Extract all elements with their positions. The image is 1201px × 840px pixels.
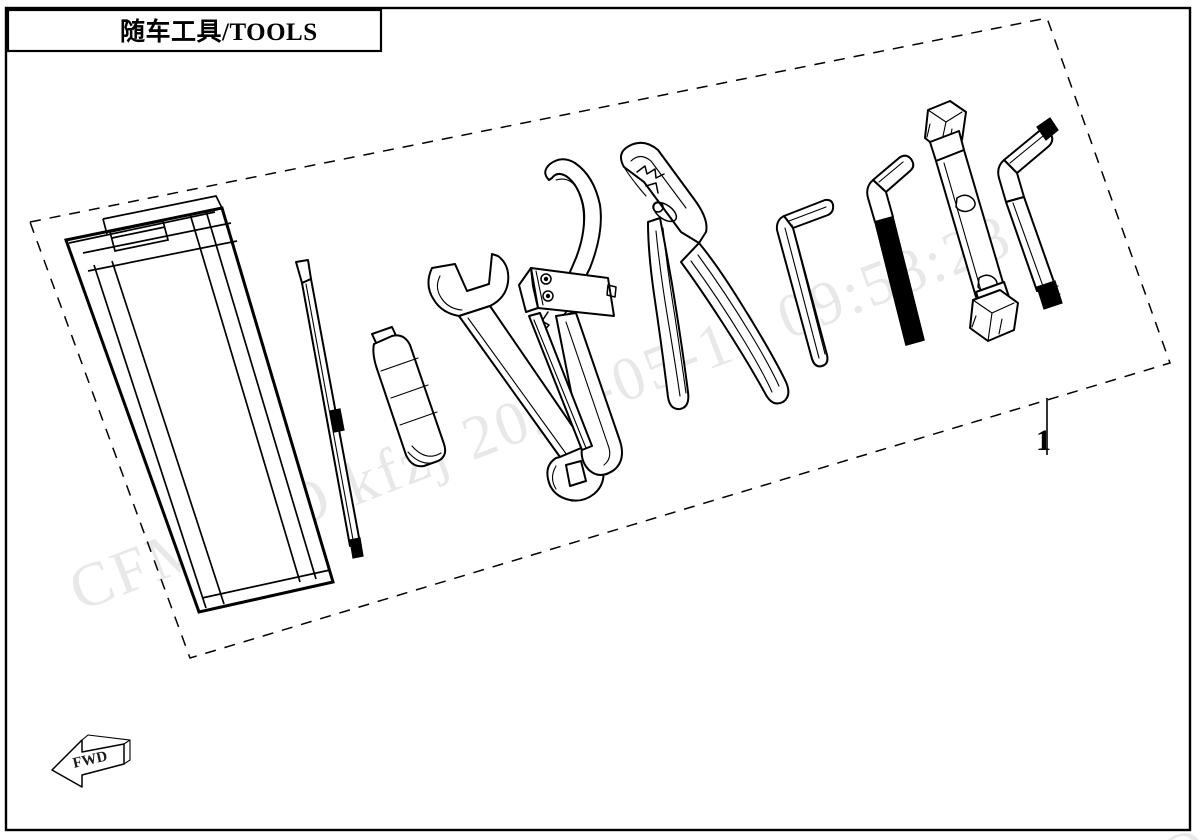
assembly-boundary [28,17,1171,659]
part-combination-pliers [619,141,790,411]
part-adjustable-pipe-wrench [518,158,623,476]
page-title: 随车工具/TOOLS [120,17,318,46]
fwd-label: FWD [71,748,109,771]
part-screwdriver-handle [371,326,447,468]
callout-number-1: 1 [1036,424,1051,457]
title-box [6,8,383,53]
part-l-handle-wrench [997,117,1063,310]
fwd-direction-marker: FWD [51,734,131,788]
part-hex-key-black [866,154,925,346]
part-hex-key-small [775,198,835,368]
drawing-frame [4,6,1192,832]
part-spark-plug-socket-wrench [924,100,1019,342]
part-screwdriver-shaft [295,259,364,559]
part-tool-bag [64,195,335,614]
